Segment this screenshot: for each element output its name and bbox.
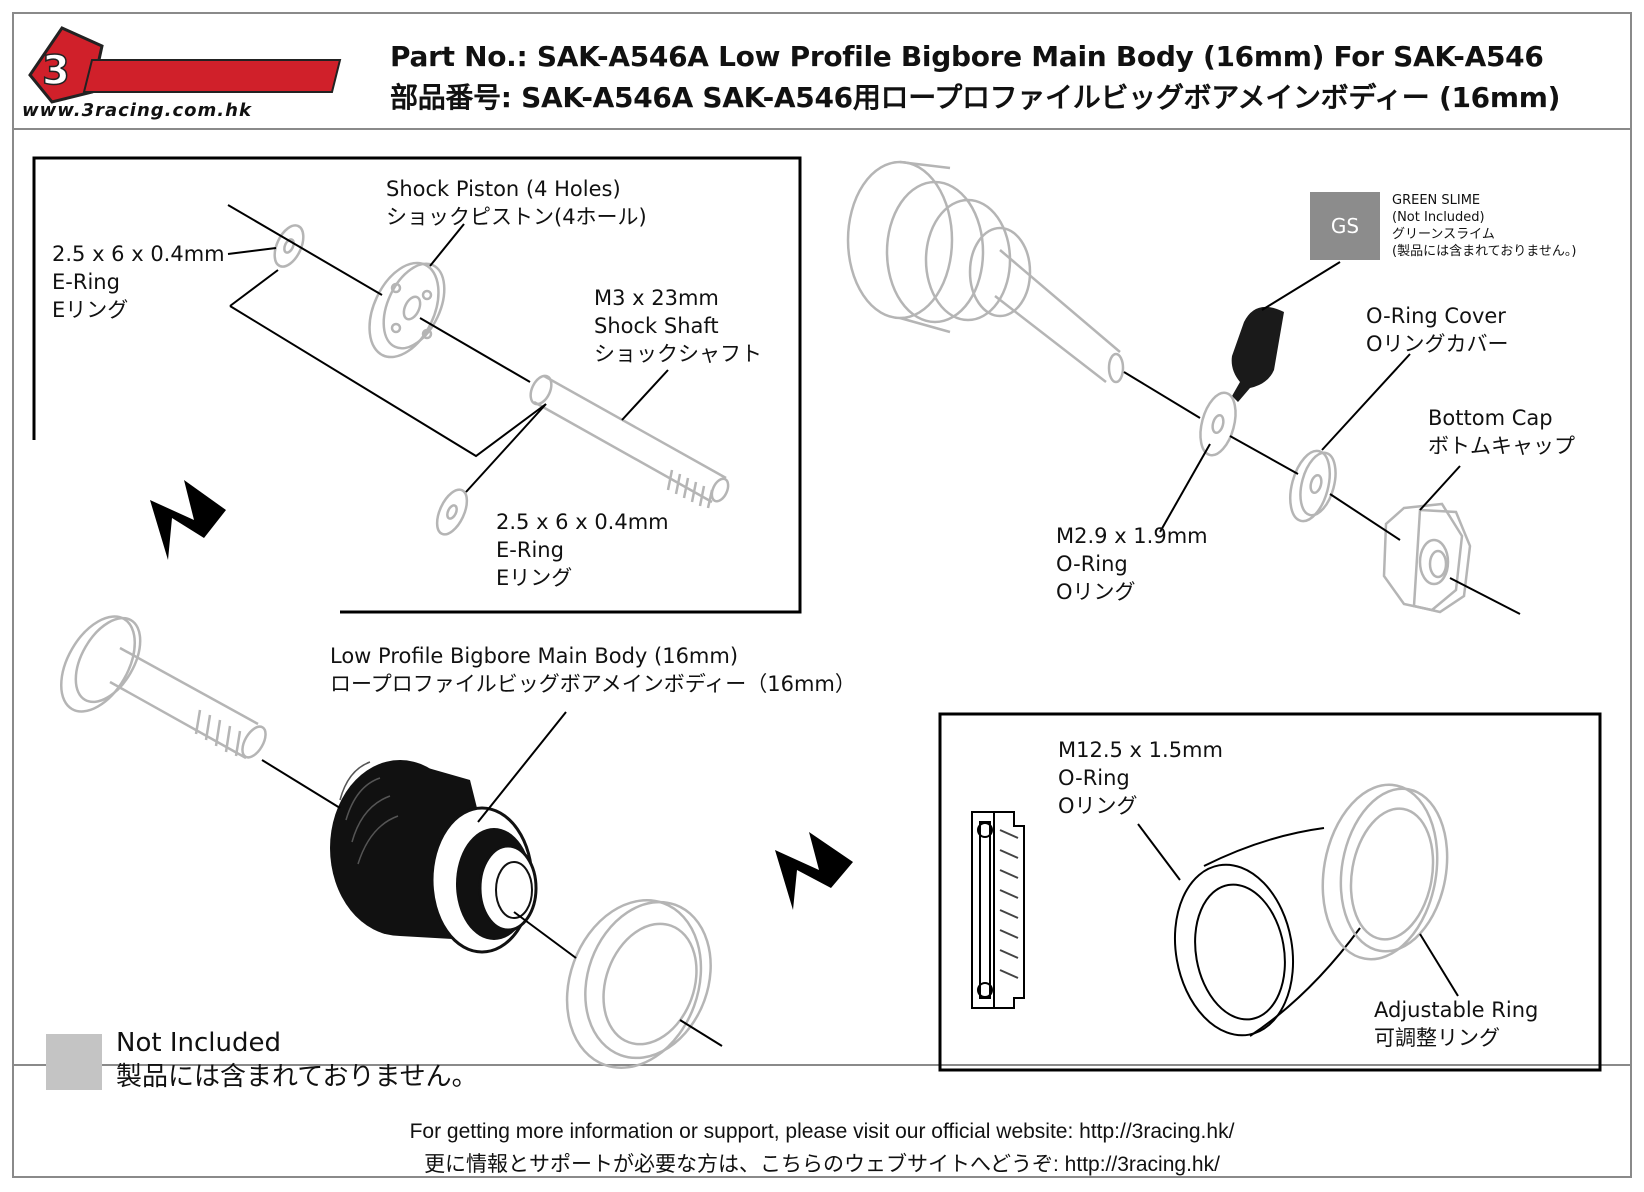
down-arrow-left	[150, 480, 226, 560]
label-e-ring-bottom: 2.5 x 6 x 0.4mm E-Ring Eリング	[496, 510, 669, 590]
label-shock-piston: Shock Piston (4 Holes) ショックピストン(4ホール)	[386, 177, 647, 229]
footer-line-en[interactable]: For getting more information or support,…	[409, 1120, 1235, 1143]
label-bottom-cap: Bottom Cap ボトムキャップ	[1428, 406, 1575, 458]
footer-divider	[12, 1064, 1632, 1066]
o-ring-cover	[1289, 449, 1337, 523]
o-ring-large	[1173, 827, 1361, 1037]
green-slime-bottle	[1231, 261, 1341, 402]
adjustable-ring-right	[1321, 783, 1449, 961]
body-cross-section	[971, 811, 1025, 1009]
page-title-en: Part No.: SAK-A546A Low Profile Bigbore …	[390, 40, 1544, 73]
gs-badge: GS	[1310, 192, 1380, 260]
footer-line-jp[interactable]: 更に情報とサポートが必要な方は、こちらのウェブサイトへどうぞ: http://3…	[424, 1153, 1220, 1176]
down-arrow-right	[775, 832, 853, 910]
o-ring-small	[1199, 391, 1237, 457]
header-divider	[12, 128, 1632, 130]
website-url[interactable]: www.3racing.com.hk	[22, 100, 252, 121]
main-body-black	[330, 760, 538, 954]
shock-shaft	[529, 374, 730, 509]
e-ring-top	[273, 224, 305, 268]
not-included-swatch	[46, 1034, 102, 1090]
main-body-top-right	[846, 160, 1125, 384]
label-green-slime: GREEN SLIME (Not Included) グリーンスライム (製品に…	[1392, 193, 1577, 259]
legend-not-included: Not Included 製品には含まれておりません。	[116, 1028, 478, 1092]
oring-install-box	[938, 712, 1602, 1072]
label-o-ring-cover: O-Ring Cover Oリングカバー	[1366, 304, 1509, 356]
shaft-assembly-box	[32, 156, 802, 614]
svg-text:3: 3	[42, 48, 70, 94]
page-frame	[12, 12, 1632, 1178]
e-ring-bottom	[435, 488, 469, 536]
page-title-jp: 部品番号: SAK-A546A SAK-A546用ロープロファイルビッグボアメイ…	[390, 81, 1561, 114]
shaft-with-piston	[59, 615, 267, 760]
label-o-ring-large: M12.5 x 1.5mm O-Ring Oリング	[1058, 738, 1223, 818]
label-o-ring-small: M2.9 x 1.9mm O-Ring Oリング	[1056, 524, 1208, 604]
label-main-body: Low Profile Bigbore Main Body (16mm) ロープ…	[330, 644, 856, 696]
bottom-cap	[1382, 502, 1472, 614]
label-adjustable-ring: Adjustable Ring 可調整リング	[1374, 998, 1539, 1050]
adjustable-ring-bottom-left	[565, 899, 712, 1069]
brand-logo: 3	[28, 26, 342, 104]
label-shock-shaft: M3 x 23mm Shock Shaft ショックシャフト	[594, 286, 762, 366]
label-e-ring-top: 2.5 x 6 x 0.4mm E-Ring Eリング	[52, 242, 225, 322]
shock-piston	[368, 261, 446, 359]
